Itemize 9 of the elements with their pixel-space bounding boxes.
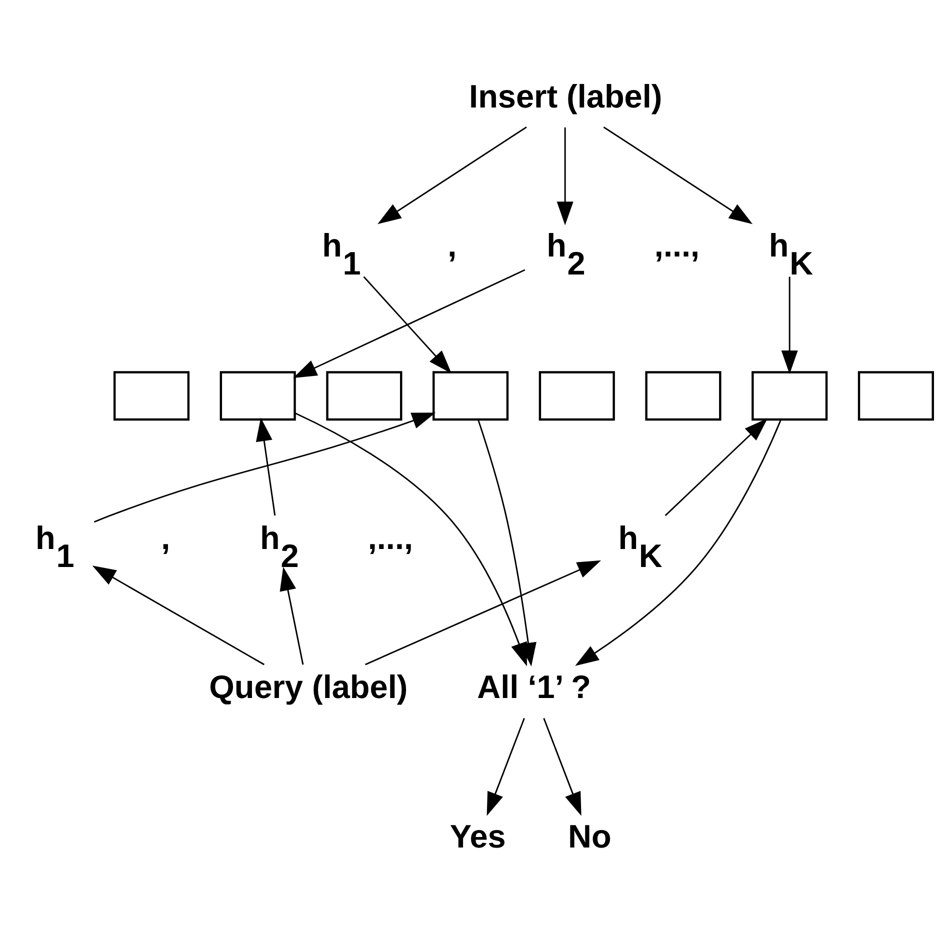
node-text: All ‘1’ ? [477,669,591,706]
label: ,..., [368,520,414,556]
node-text: Insert (label) [469,78,662,114]
label: , [448,227,457,264]
node-text: No [568,818,612,854]
node-text: Yes [450,818,506,854]
node-text: Query (label) [209,669,408,706]
label: ,..., [654,227,700,264]
label: , [161,520,170,556]
